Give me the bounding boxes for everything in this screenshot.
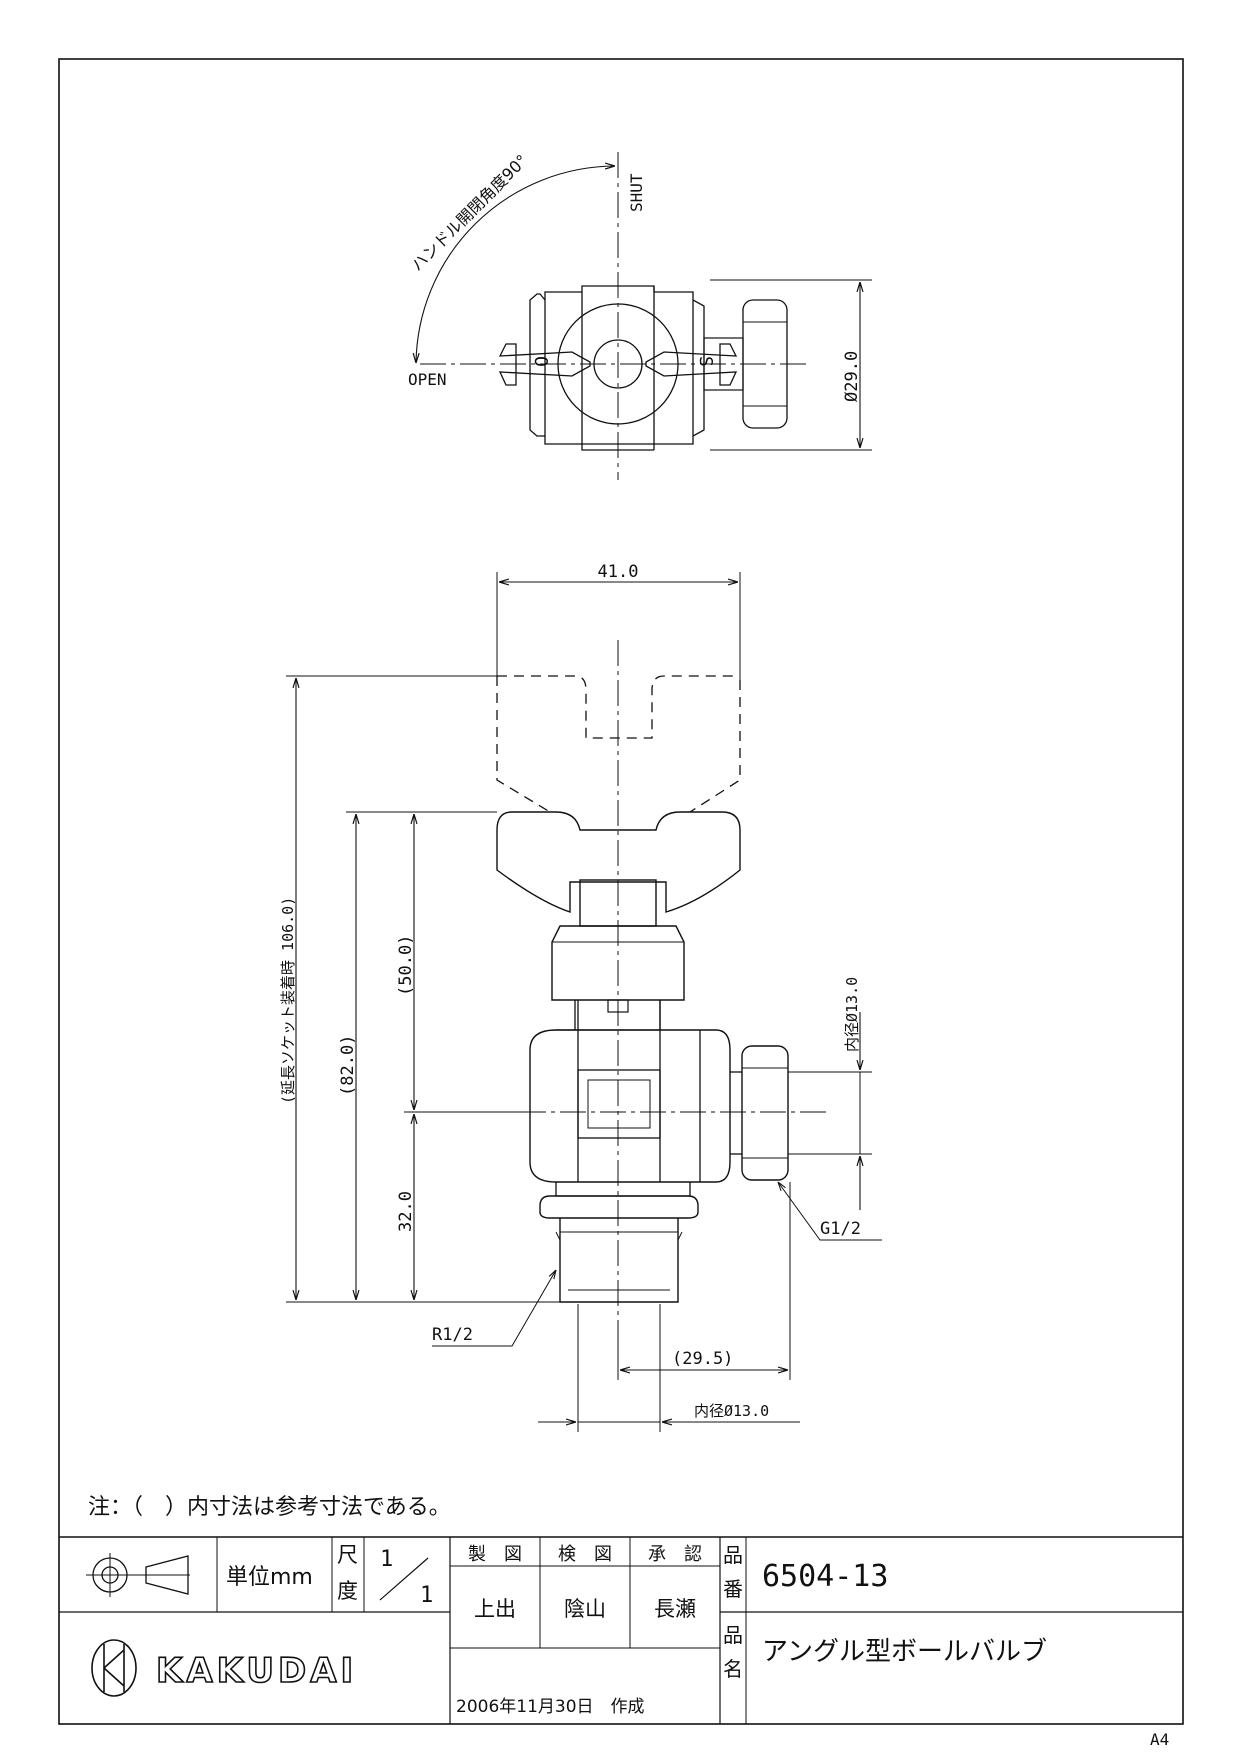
- scale-label-1: 尺: [337, 1543, 358, 1567]
- drawing-frame: [58, 58, 1184, 1725]
- handle-angle-label: ハンドル開閉角度90°: [407, 151, 531, 275]
- dim-inner-bottom: 内径Ø13.0: [694, 1402, 769, 1420]
- part-name-label-1: 品: [723, 1623, 743, 1647]
- dim-diameter-29: Ø29.0: [842, 351, 862, 402]
- front-view: 41.0: [279, 562, 882, 1432]
- col-drawn: 製 図: [468, 1544, 522, 1565]
- part-no-label-1: 品: [723, 1543, 743, 1567]
- dim-lower-32: 32.0: [396, 1191, 416, 1232]
- extension-socket-dashed: [496, 675, 741, 813]
- shut-label: SHUT: [627, 173, 646, 212]
- part-name: アングル型ボールバルブ: [762, 1637, 1047, 1667]
- kakudai-logo: KAKUDAI: [91, 1639, 357, 1697]
- handle-o-wing: [498, 343, 591, 386]
- valve-body: [529, 1029, 731, 1183]
- thread-r12: [559, 1218, 679, 1303]
- paper-size: A4: [1150, 1730, 1169, 1749]
- scale-label-2: 度: [337, 1579, 358, 1603]
- wing-handle: [496, 811, 741, 913]
- col-checked: 検 図: [558, 1544, 612, 1565]
- title-block: 単位mm 尺 度 1 1 製 図 検 図 承 認 上出 陰山 長瀬 2006年1…: [59, 1536, 1183, 1724]
- col-approved: 承 認: [648, 1544, 702, 1565]
- name-drawn: 上出: [474, 1597, 516, 1621]
- handle-s-wing: [645, 343, 738, 386]
- part-name-label-2: 名: [723, 1657, 743, 1681]
- brand-wordmark: KAKUDAI: [156, 1651, 357, 1691]
- dim-inner-side: 内径Ø13.0: [843, 977, 861, 1052]
- dim-body-82: (82.0): [338, 1035, 358, 1096]
- part-number: 6504-13: [762, 1559, 888, 1594]
- unit-label: 単位mm: [226, 1565, 313, 1590]
- reference-note: 注：（ ）内寸法は参考寸法である。: [88, 1495, 451, 1520]
- handle-angle-arc: [416, 166, 615, 363]
- dim-width-41: 41.0: [598, 562, 639, 582]
- part-no-label-2: 番: [723, 1577, 743, 1601]
- dim-offset-29-5: (29.5): [672, 1349, 733, 1369]
- scale-denominator: 1: [420, 1583, 433, 1608]
- top-view: ハンドル開閉角度90° SHUT OPEN O S Ø29.0: [407, 151, 872, 480]
- handle-o-mark: O: [530, 356, 551, 367]
- name-approved: 長瀬: [654, 1597, 696, 1621]
- thread-bottom-label: R1/2: [432, 1325, 473, 1345]
- created-date: 2006年11月30日 作成: [456, 1697, 645, 1717]
- handle-s-mark: S: [695, 356, 716, 367]
- thread-side-label: G1/2: [820, 1219, 861, 1239]
- dim-upper-50: (50.0): [396, 935, 416, 996]
- projection-symbol-icon: [86, 1553, 190, 1597]
- scale-numerator: 1: [380, 1547, 393, 1572]
- name-checked: 陰山: [564, 1597, 606, 1621]
- dim-total-106: (延長ソケット装着時 106.0): [279, 897, 297, 1104]
- open-label: OPEN: [408, 370, 447, 389]
